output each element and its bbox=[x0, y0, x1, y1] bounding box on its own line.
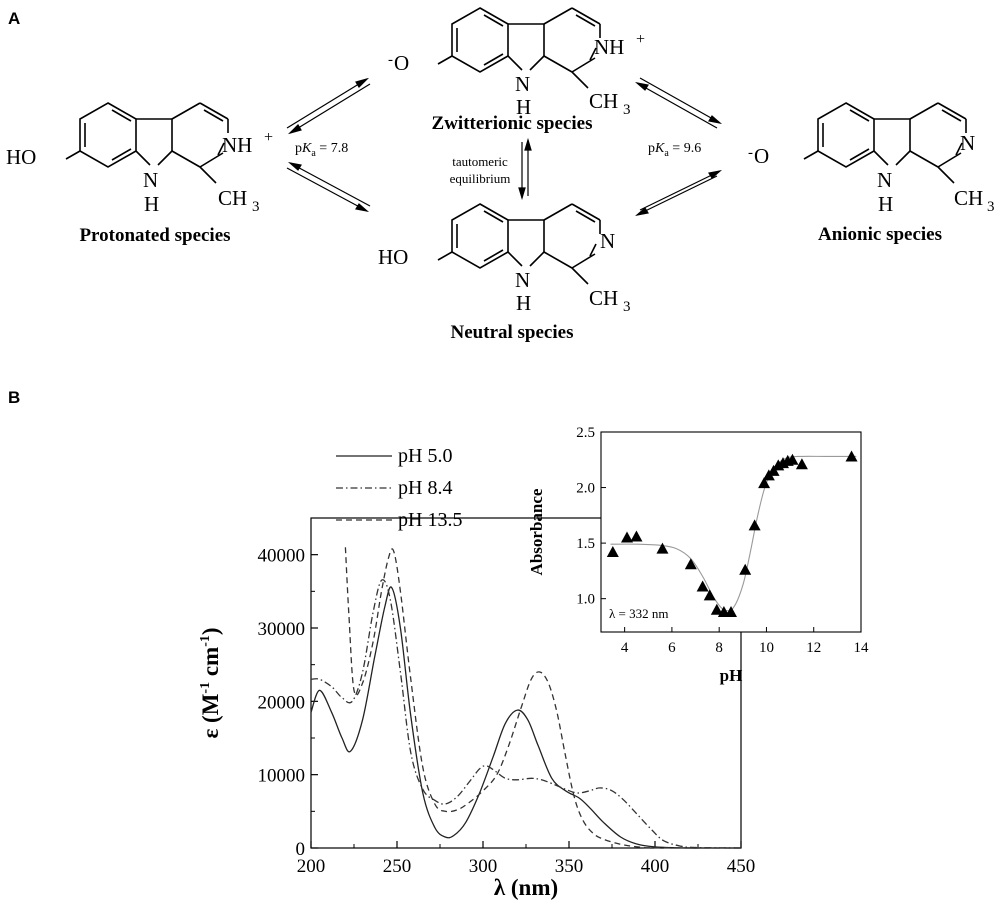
spectrum-line-ph-8-4 bbox=[310, 579, 742, 849]
spectrum-y-tick-label: 30000 bbox=[258, 619, 306, 640]
spectrum-line-ph-5-0 bbox=[310, 586, 741, 849]
spectrum-x-tick-label: 200 bbox=[297, 856, 326, 877]
inset-x-axis-label: pH bbox=[720, 666, 743, 685]
equilibrium-arrows bbox=[286, 77, 723, 216]
inset-data-point bbox=[656, 542, 669, 554]
inset-data-point bbox=[748, 519, 761, 531]
spectrum-x-tick-label: 250 bbox=[383, 856, 412, 877]
legend-label: pH 13.5 bbox=[398, 509, 462, 531]
inset-data-point bbox=[786, 453, 799, 465]
inset-data-point bbox=[710, 603, 723, 615]
anionic-label: Anionic species bbox=[818, 224, 942, 245]
neutral-ch: CH bbox=[589, 286, 618, 310]
anionic-structure: - O N N H CH 3 bbox=[748, 102, 995, 216]
anionic-o: O bbox=[754, 144, 769, 168]
inset-data-point bbox=[684, 558, 697, 570]
inset-y-tick-label: 2.0 bbox=[576, 481, 595, 497]
protonated-three: 3 bbox=[252, 199, 260, 215]
inset-y-axis-label: Absorbance bbox=[527, 488, 546, 575]
inset-data-point bbox=[703, 589, 716, 601]
panel-label-b: B bbox=[8, 388, 20, 407]
legend-label: pH 8.4 bbox=[398, 477, 452, 499]
protonated-ho: HO bbox=[6, 145, 36, 169]
inset-data-point bbox=[621, 531, 633, 543]
spectrum-legend: pH 5.0 pH 8.4 pH 13.5 bbox=[336, 445, 462, 531]
spectrum-line-ph-13-5 bbox=[344, 547, 742, 849]
zwitterionic-n: N bbox=[515, 72, 530, 96]
inset-data-point bbox=[606, 546, 619, 557]
zwitterionic-ch: CH bbox=[589, 89, 618, 113]
neutral-ho: HO bbox=[378, 245, 408, 269]
spectrum-x-axis-label: λ (nm) bbox=[494, 875, 558, 900]
neutral-label: Neutral species bbox=[451, 322, 574, 343]
neutral-nh-n: N bbox=[515, 268, 530, 292]
anionic-h: H bbox=[878, 192, 893, 216]
protonated-structure: HO NH + N H CH 3 bbox=[6, 102, 273, 216]
inset-data-point bbox=[795, 458, 808, 470]
protonated-nh: NH bbox=[222, 133, 252, 157]
anionic-minus: - bbox=[748, 145, 753, 161]
inset-data-point bbox=[630, 530, 643, 542]
inset-y-tick-label: 1.0 bbox=[576, 592, 595, 608]
pka-2: pKa = 9.6 bbox=[648, 141, 701, 159]
tautomeric-line1: tautomeric bbox=[452, 154, 508, 169]
tautomeric-line2: equilibrium bbox=[450, 171, 511, 186]
spectrum-x-tick-label: 300 bbox=[469, 856, 498, 877]
inset-y-tick-label: 2.5 bbox=[576, 425, 595, 441]
zwitterionic-three: 3 bbox=[623, 102, 631, 118]
absorbance-inset-chart: 4 6 8 10 12 14 1.0 1.5 2.0 2.5 λ = 332 nm pH Abso… bbox=[527, 425, 869, 685]
anionic-n: N bbox=[960, 131, 975, 155]
anionic-three: 3 bbox=[987, 199, 995, 215]
zwitterionic-label: Zwitterionic species bbox=[432, 113, 593, 134]
spectrum-x-tick-label: 400 bbox=[641, 856, 670, 877]
spectrum-y-tick-label: 20000 bbox=[258, 692, 306, 713]
inset-data-point bbox=[725, 606, 737, 617]
inset-x-tick-label: 14 bbox=[854, 640, 870, 656]
spectrum-y-tick-label: 10000 bbox=[258, 766, 306, 787]
inset-data-point bbox=[758, 477, 771, 489]
zwitterionic-o: O bbox=[394, 51, 409, 75]
anionic-ch: CH bbox=[954, 186, 983, 210]
protonated-plus: + bbox=[264, 129, 273, 146]
zwitterionic-structure: - O NH + N H CH 3 bbox=[388, 7, 645, 119]
spectrum-x-tick-label: 450 bbox=[727, 856, 756, 877]
protonated-n: N bbox=[143, 168, 158, 192]
neutral-three: 3 bbox=[623, 299, 631, 315]
inset-data-point bbox=[696, 580, 709, 592]
spectrum-y-tick-label: 0 bbox=[296, 839, 306, 860]
inset-x-tick-label: 6 bbox=[668, 640, 676, 656]
protonated-label: Protonated species bbox=[79, 225, 230, 246]
zwitterionic-nh: NH bbox=[594, 35, 624, 59]
inset-x-tick-label: 4 bbox=[621, 640, 629, 656]
anionic-nh-n: N bbox=[877, 168, 892, 192]
inset-x-tick-label: 12 bbox=[806, 640, 821, 656]
inset-wavelength-annotation: λ = 332 nm bbox=[609, 606, 669, 621]
inset-data-point bbox=[739, 563, 752, 575]
spectrum-y-axis-label: ε (M-1 cm-1) bbox=[198, 627, 223, 738]
spectrum-x-tick-label: 350 bbox=[555, 856, 584, 877]
neutral-h: H bbox=[516, 291, 531, 315]
inset-plot-frame bbox=[600, 431, 862, 633]
pka-1: pKa = 7.8 bbox=[295, 141, 348, 159]
zwitterionic-h: H bbox=[516, 95, 531, 119]
zwitterionic-minus: - bbox=[388, 52, 393, 68]
inset-y-tick-label: 1.5 bbox=[576, 536, 595, 552]
inset-x-tick-label: 10 bbox=[759, 640, 774, 656]
neutral-n: N bbox=[600, 229, 615, 253]
spectrum-y-tick-label: 40000 bbox=[258, 546, 306, 567]
inset-x-tick-label: 8 bbox=[715, 640, 723, 656]
protonated-h: H bbox=[144, 192, 159, 216]
legend-label: pH 5.0 bbox=[398, 445, 452, 467]
panel-label-a: A bbox=[8, 9, 20, 28]
protonated-ch: CH bbox=[218, 186, 247, 210]
inset-data-point bbox=[845, 450, 858, 462]
neutral-structure: HO N N H CH 3 bbox=[378, 203, 631, 315]
zwitterionic-plus: + bbox=[636, 31, 645, 48]
inset-data-point bbox=[767, 464, 780, 476]
